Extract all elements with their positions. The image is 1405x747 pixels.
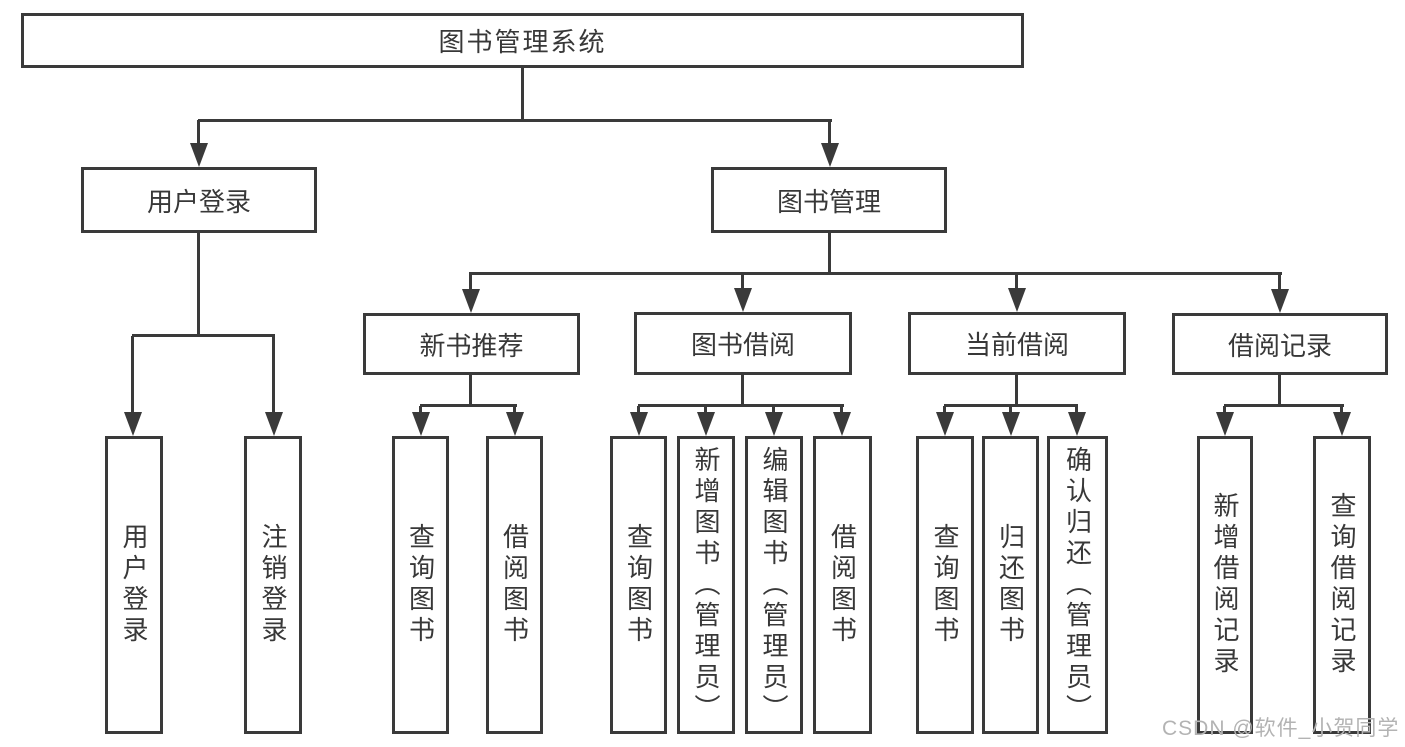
- node-current-borrow: 当前借阅: [908, 312, 1126, 375]
- connector-line: [638, 404, 844, 407]
- leaf-add-borrow-record-label: 新增借阅记录: [1210, 492, 1240, 678]
- leaf-query-books-recommend-label: 查询图书: [405, 523, 436, 647]
- leaf-add-books-admin: 新增图书（管理员）: [677, 436, 735, 734]
- connector-line: [1224, 404, 1344, 407]
- leaf-query-books-borrow: 查询图书: [610, 436, 667, 734]
- connector-arrow-icon: [412, 412, 430, 436]
- leaf-query-books-borrow-label: 查询图书: [623, 523, 654, 647]
- connector-line: [272, 336, 275, 416]
- node-book-borrow: 图书借阅: [634, 312, 852, 375]
- connector-arrow-icon: [697, 412, 715, 436]
- node-new-book-recommend: 新书推荐: [363, 313, 580, 375]
- leaf-borrow-books-recommend: 借阅图书: [486, 436, 543, 734]
- node-user-login-label: 用户登录: [146, 186, 251, 217]
- node-new-book-recommend-label: 新书推荐: [419, 330, 524, 361]
- connector-arrow-icon: [821, 143, 839, 167]
- leaf-return-books: 归还图书: [982, 436, 1039, 734]
- leaf-borrow-books-recommend-label: 借阅图书: [499, 523, 530, 647]
- connector-line: [1278, 375, 1281, 406]
- leaf-logout-label: 注销登录: [258, 523, 288, 647]
- connector-arrow-icon: [1002, 412, 1020, 436]
- connector-arrow-icon: [190, 143, 208, 167]
- connector-arrow-icon: [265, 412, 283, 436]
- connector-line: [1015, 375, 1018, 406]
- connector-line: [469, 272, 1282, 275]
- leaf-query-books-current: 查询图书: [916, 436, 974, 734]
- leaf-edit-books-admin-label: 编辑图书（管理员）: [759, 445, 789, 725]
- leaf-confirm-return-admin-label: 确认归还（管理员）: [1062, 445, 1093, 725]
- connector-arrow-icon: [936, 412, 954, 436]
- connector-line: [521, 66, 524, 120]
- connector-line: [944, 404, 1078, 407]
- leaf-add-borrow-record: 新增借阅记录: [1197, 436, 1253, 734]
- connector-line: [741, 274, 744, 294]
- connector-line: [198, 119, 832, 122]
- node-book-borrow-label: 图书借阅: [690, 330, 795, 360]
- leaf-borrow-books: 借阅图书: [813, 436, 872, 734]
- connector-line: [197, 120, 200, 150]
- connector-arrow-icon: [124, 412, 142, 436]
- connector-arrow-icon: [630, 412, 648, 436]
- connector-line: [420, 404, 517, 407]
- leaf-confirm-return-admin: 确认归还（管理员）: [1047, 436, 1108, 734]
- connector-line: [469, 274, 472, 294]
- connector-arrow-icon: [1333, 412, 1351, 436]
- connector-line: [1278, 274, 1281, 294]
- leaf-query-borrow-record: 查询借阅记录: [1313, 436, 1371, 734]
- connector-arrow-icon: [734, 288, 752, 312]
- connector-line: [1015, 274, 1018, 294]
- connector-line: [131, 336, 134, 416]
- leaf-query-books-current-label: 查询图书: [930, 523, 960, 647]
- connector-line: [469, 375, 472, 406]
- node-root-label: 图书管理系统: [438, 27, 607, 57]
- leaf-user-login-label: 用户登录: [119, 523, 149, 647]
- node-borrow-records: 借阅记录: [1172, 313, 1388, 375]
- connector-arrow-icon: [833, 412, 851, 436]
- connector-line: [741, 375, 744, 406]
- connector-line: [828, 233, 831, 274]
- connector-arrow-icon: [506, 412, 524, 436]
- connector-arrow-icon: [1008, 288, 1026, 312]
- node-user-login: 用户登录: [81, 167, 317, 233]
- node-current-borrow-label: 当前借阅: [964, 330, 1069, 360]
- leaf-add-books-admin-label: 新增图书（管理员）: [691, 445, 721, 725]
- connector-line: [197, 233, 200, 337]
- connector-line: [828, 120, 831, 150]
- leaf-edit-books-admin: 编辑图书（管理员）: [745, 436, 803, 734]
- leaf-query-books-recommend: 查询图书: [392, 436, 449, 734]
- connector-line: [132, 334, 275, 337]
- leaf-logout: 注销登录: [244, 436, 302, 734]
- node-book-management-label: 图书管理: [776, 186, 881, 217]
- node-book-management: 图书管理: [711, 167, 947, 233]
- connector-arrow-icon: [1068, 412, 1086, 436]
- connector-arrow-icon: [1271, 289, 1289, 313]
- leaf-borrow-books-label: 借阅图书: [827, 523, 858, 647]
- node-borrow-records-label: 借阅记录: [1227, 330, 1332, 361]
- connector-arrow-icon: [1216, 412, 1234, 436]
- leaf-return-books-label: 归还图书: [995, 523, 1026, 647]
- node-root: 图书管理系统: [21, 13, 1024, 68]
- connector-arrow-icon: [462, 289, 480, 313]
- csdn-watermark: CSDN @软件_小贺同学: [1162, 717, 1400, 740]
- leaf-user-login: 用户登录: [105, 436, 163, 734]
- connector-arrow-icon: [765, 412, 783, 436]
- leaf-query-borrow-record-label: 查询借阅记录: [1327, 492, 1357, 678]
